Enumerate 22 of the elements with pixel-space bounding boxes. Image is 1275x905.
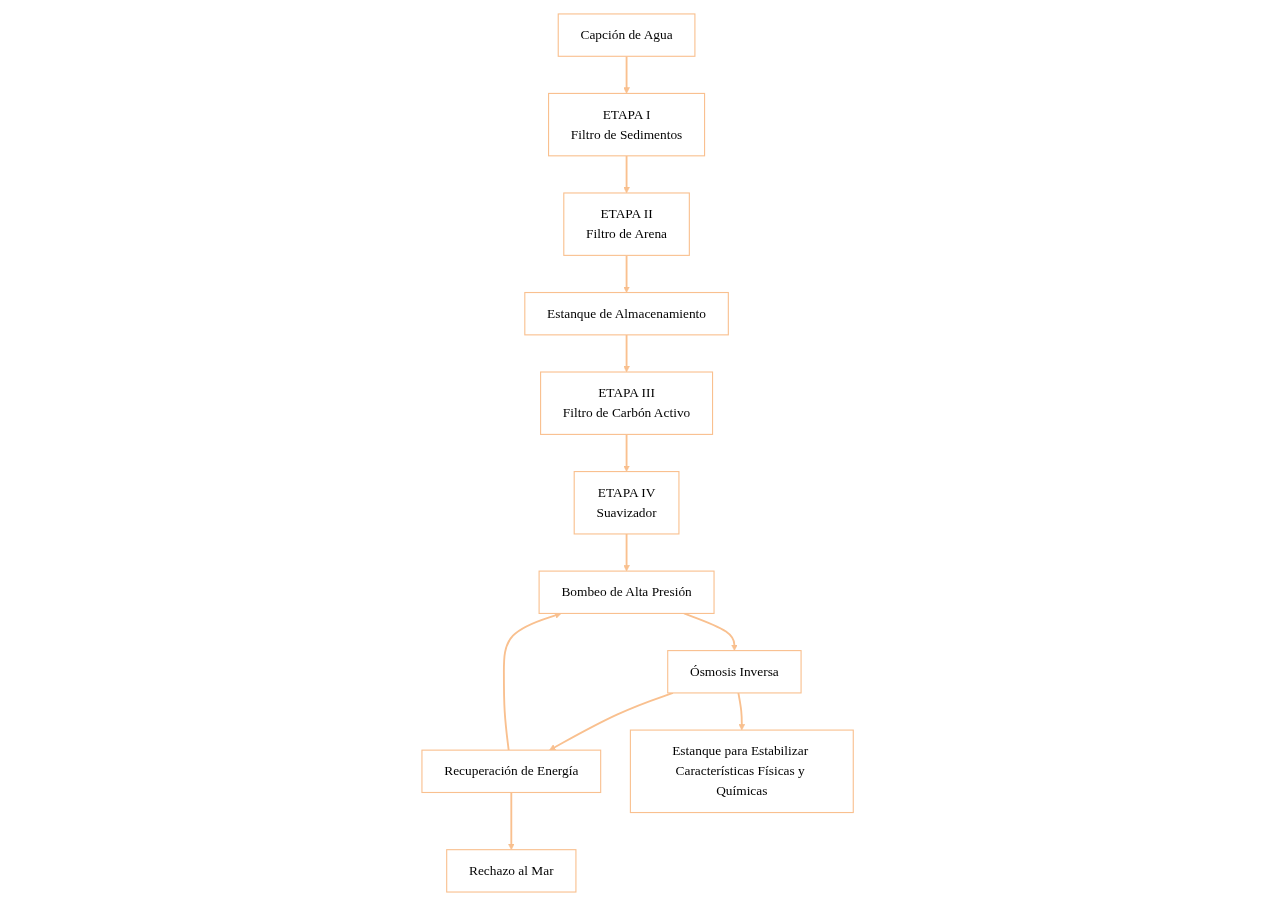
node-box: Rechazo al Mar [446, 848, 577, 893]
arrow [623, 253, 630, 293]
arrow [623, 54, 630, 94]
node-box: Capción de Agua [557, 12, 696, 57]
arrow [507, 791, 515, 850]
arrow [623, 433, 630, 472]
node-box: Estanque de Almacenamiento [524, 291, 729, 335]
arrow [502, 611, 562, 751]
arrow [623, 333, 630, 372]
node-box: ETAPA I Filtro de Sedimentos [547, 92, 705, 156]
arrow [737, 691, 745, 730]
arrow [549, 691, 674, 750]
arrow [623, 154, 630, 193]
node-box: Bombeo de Alta Presión [538, 570, 715, 614]
node-box: ETAPA IV Suavizador [573, 470, 680, 535]
arrow [623, 532, 630, 571]
node-box: Recuperación de Energía [421, 749, 602, 793]
arrow [682, 612, 738, 651]
node-box: ETAPA II Filtro de Arena [563, 191, 690, 256]
node-box: ETAPA III Filtro de Carbón Activo [539, 370, 713, 435]
node-box: Ósmosis Inversa [667, 649, 802, 693]
node-box: Estanque para Estabilizar Características Físicas y Químicas [629, 729, 854, 813]
